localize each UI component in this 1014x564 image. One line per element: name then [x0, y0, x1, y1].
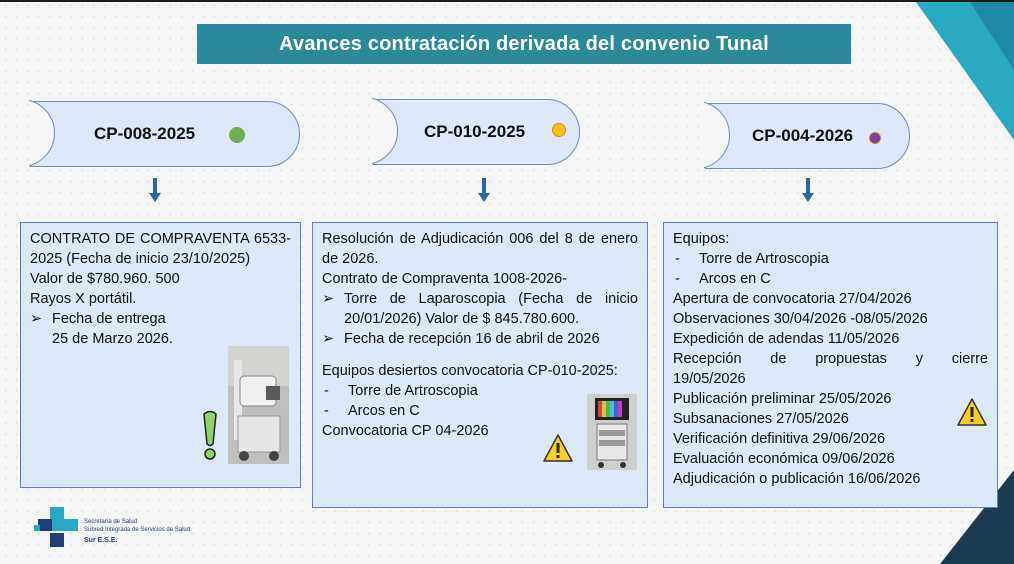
slide-title: Avances contratación derivada del conven… — [197, 24, 851, 64]
arrow-bullet-icon: ➢ — [322, 331, 335, 347]
subred-sur-logo — [34, 507, 78, 547]
contract-text: Contrato de Compraventa 1008-2026- — [322, 271, 568, 287]
list-item: -Arcos en C — [324, 403, 420, 419]
schedule-item: Adjudicación o publicación 16/06/2026 — [673, 471, 921, 487]
adjudication-text: Resolución de Adjudicación 006 del 8 de … — [322, 231, 638, 267]
schedule-item: Verificación definitiva 29/06/2026 — [673, 431, 886, 447]
info-box-cp-004-2026: Equipos: -Torre de Artroscopia -Arcos en… — [663, 222, 998, 508]
logo-text: Secretaría de Salud Subred Integrada de … — [84, 519, 191, 544]
laparoscopy-tower-image — [587, 394, 637, 470]
delivery-date: 25 de Marzo 2026. — [52, 331, 173, 347]
decorative-corner-top-right — [916, 2, 1014, 140]
list-item: -Torre de Artroscopia — [675, 251, 829, 267]
down-arrow-icon — [149, 178, 161, 202]
code-label: CP-010-2025 — [424, 122, 526, 141]
deserted-equipment-text: Equipos desiertos convocatoria CP-010-20… — [322, 363, 618, 379]
warning-icon — [957, 398, 987, 426]
call-text: Convocatoria CP 04-2026 — [322, 423, 489, 439]
code-label: CP-008-2025 — [94, 124, 196, 143]
delivery-bullet: ➢Fecha de entrega — [30, 311, 166, 327]
status-dot-purple — [869, 132, 881, 144]
list-item: -Arcos en C — [675, 271, 771, 287]
code-label: CP-004-2026 — [752, 126, 854, 145]
code-pill-1: CP-008-2025 — [29, 100, 300, 167]
schedule-item: Observaciones 30/04/2026 -08/05/2026 — [673, 311, 928, 327]
reception-bullet: ➢Fecha de recepción 16 de abril de 2026 — [322, 331, 600, 347]
down-arrow-icon — [478, 178, 490, 202]
schedule-item: Publicación preliminar 25/05/2026 — [673, 391, 892, 407]
schedule-item: Expedición de adendas 11/05/2026 — [673, 331, 900, 347]
status-dot-yellow — [552, 123, 566, 137]
schedule-item: Subsanaciones 27/05/2026 — [673, 411, 849, 427]
exclamation-icon — [203, 410, 217, 460]
status-dot-green — [229, 127, 245, 143]
down-arrow-icon — [802, 178, 814, 202]
schedule-item: Evaluación económica 09/06/2026 — [673, 451, 895, 467]
value-text: Valor de $780.960. 500 — [30, 271, 180, 287]
list-item: -Torre de Artroscopia — [324, 383, 478, 399]
schedule-item: Apertura de convocatoria 27/04/2026 — [673, 291, 912, 307]
xray-machine-image — [228, 346, 289, 464]
laparoscopy-bullet: ➢Torre de Laparoscopia (Fecha de inicio … — [322, 291, 638, 327]
code-pill-2: CP-010-2025 — [372, 98, 580, 165]
top-border — [0, 0, 1014, 2]
code-pill-3: CP-004-2026 — [704, 102, 910, 169]
equipment-heading: Equipos: — [673, 231, 730, 247]
arrow-bullet-icon: ➢ — [30, 311, 43, 327]
warning-icon — [543, 434, 573, 462]
equipment-text: Rayos X portátil. — [30, 291, 137, 307]
contract-text: CONTRATO DE COMPRAVENTA 6533-2025 (Fecha… — [30, 231, 291, 267]
arrow-bullet-icon: ➢ — [322, 291, 335, 307]
schedule-item: Recepción de propuestas y cierre 19/05/2… — [673, 351, 988, 387]
